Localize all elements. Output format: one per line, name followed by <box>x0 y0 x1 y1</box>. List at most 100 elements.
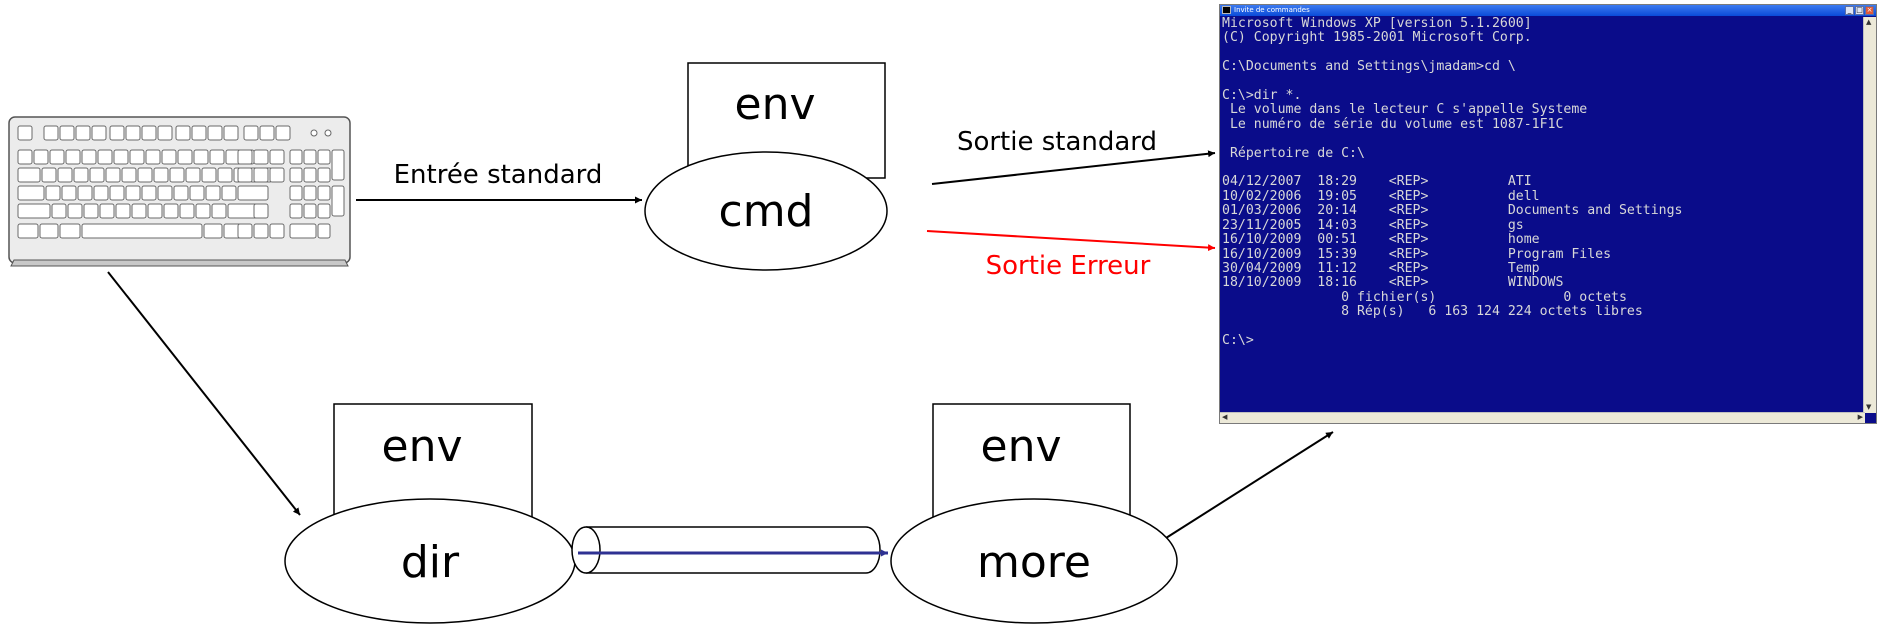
keyboard-key <box>179 203 195 219</box>
keyboard-key <box>217 167 233 183</box>
scroll-right-icon[interactable]: ▶ <box>1857 413 1863 421</box>
keyboard-key <box>163 203 179 219</box>
cmd-env-label: env <box>735 79 816 130</box>
maximize-button[interactable]: □ <box>1855 6 1864 15</box>
keyboard-key <box>109 125 125 141</box>
keyboard-key <box>221 185 237 201</box>
keyboard-key <box>61 185 77 201</box>
keyboard-key <box>259 125 275 141</box>
keyboard-key <box>17 203 51 219</box>
keyboard-key <box>77 185 93 201</box>
keyboard-key <box>67 203 83 219</box>
keyboard-key <box>193 149 209 165</box>
keyboard-key <box>317 149 331 165</box>
keyboard-key <box>169 167 185 183</box>
keyboard-key <box>125 125 141 141</box>
keyboard-key <box>269 223 285 239</box>
keyboard-key <box>65 149 81 165</box>
stdout-arrow <box>931 150 1216 185</box>
keyboard-key <box>161 149 177 165</box>
keyboard-key <box>289 203 303 219</box>
cmd-process-node <box>644 151 888 271</box>
keyboard-key <box>237 223 253 239</box>
keyboard-key <box>33 149 49 165</box>
console-window[interactable]: Invite de commandes _ □ × Microsoft Wind… <box>1219 4 1877 424</box>
keyboard-key <box>75 125 91 141</box>
keyboard-key <box>243 125 259 141</box>
keyboard-key <box>157 185 173 201</box>
console-title: Invite de commandes <box>1234 6 1310 14</box>
keyboard-key <box>59 223 81 239</box>
keyboard-key <box>253 149 269 165</box>
pipe-icon <box>571 526 888 574</box>
dir-env-label: env <box>382 421 463 472</box>
console-horizontal-scrollbar[interactable]: ◀ ▶ <box>1220 412 1865 423</box>
dir-process-label: dir <box>401 537 460 588</box>
keyboard-key <box>125 185 141 201</box>
keyboard-key <box>51 203 67 219</box>
keyboard-key <box>141 125 157 141</box>
console-text: Microsoft Windows XP [version 5.1.2600] … <box>1222 17 1683 348</box>
keyboard-key <box>237 185 269 201</box>
keyboard-key <box>105 167 121 183</box>
keyboard-key <box>157 125 173 141</box>
console-output[interactable]: Microsoft Windows XP [version 5.1.2600] … <box>1221 17 1863 413</box>
keyboard-key <box>275 125 291 141</box>
keyboard-key <box>81 149 97 165</box>
more-to-console-arrow <box>1165 431 1334 539</box>
keyboard-key <box>303 167 317 183</box>
keyboard-key <box>237 167 253 183</box>
console-vertical-scrollbar[interactable]: ▲ ▼ <box>1863 17 1876 413</box>
keyboard-key <box>93 185 109 201</box>
keyboard-key <box>253 167 269 183</box>
keyboard-key <box>253 223 269 239</box>
keyboard-key <box>73 167 89 183</box>
keyboard-key <box>303 149 317 165</box>
keyboard-key <box>223 125 239 141</box>
keyboard-key <box>121 167 137 183</box>
stdout-label: Sortie standard <box>957 127 1157 157</box>
keyboard-key <box>185 167 201 183</box>
cmd-process-label: cmd <box>719 186 814 237</box>
keyboard-key <box>41 167 57 183</box>
keyboard-key <box>17 167 41 183</box>
keyboard-key <box>289 149 303 165</box>
keyboard-key <box>207 125 223 141</box>
keyboard-key <box>57 167 73 183</box>
scroll-left-icon[interactable]: ◀ <box>1222 413 1228 421</box>
more-env-label: env <box>981 421 1062 472</box>
keyboard-key <box>317 167 331 183</box>
keyboard-key <box>99 203 115 219</box>
keyboard-key <box>97 149 113 165</box>
minimize-button[interactable]: _ <box>1845 6 1854 15</box>
keyboard-key <box>253 203 269 219</box>
keyboard-key <box>331 185 345 217</box>
keyboard-key <box>289 185 303 201</box>
keyboard-key <box>115 203 131 219</box>
close-button[interactable]: × <box>1865 6 1874 15</box>
scroll-up-icon[interactable]: ▲ <box>1866 18 1872 26</box>
keyboard-key <box>145 149 161 165</box>
keyboard-key <box>83 203 99 219</box>
keyboard-key <box>331 149 345 181</box>
keyboard-key <box>203 223 223 239</box>
console-titlebar[interactable]: Invite de commandes _ □ × <box>1220 5 1876 16</box>
keyboard-key <box>17 223 39 239</box>
keyboard-key <box>91 125 107 141</box>
keyboard-key <box>237 149 253 165</box>
keyboard-key <box>289 223 317 239</box>
keyboard-key <box>303 203 317 219</box>
keyboard-key <box>205 185 221 201</box>
keyboard-key <box>317 223 331 239</box>
keyboard-key <box>45 185 61 201</box>
keyboard-icon <box>8 116 351 267</box>
scroll-down-icon[interactable]: ▼ <box>1866 403 1872 411</box>
keyboard-key <box>39 223 59 239</box>
keyboard-key <box>209 149 225 165</box>
keyboard-key <box>113 149 129 165</box>
stderr-label: Sortie Erreur <box>986 251 1151 281</box>
more-process-node <box>890 498 1178 624</box>
keyboard-key <box>317 203 331 219</box>
keyboard-key <box>131 203 147 219</box>
